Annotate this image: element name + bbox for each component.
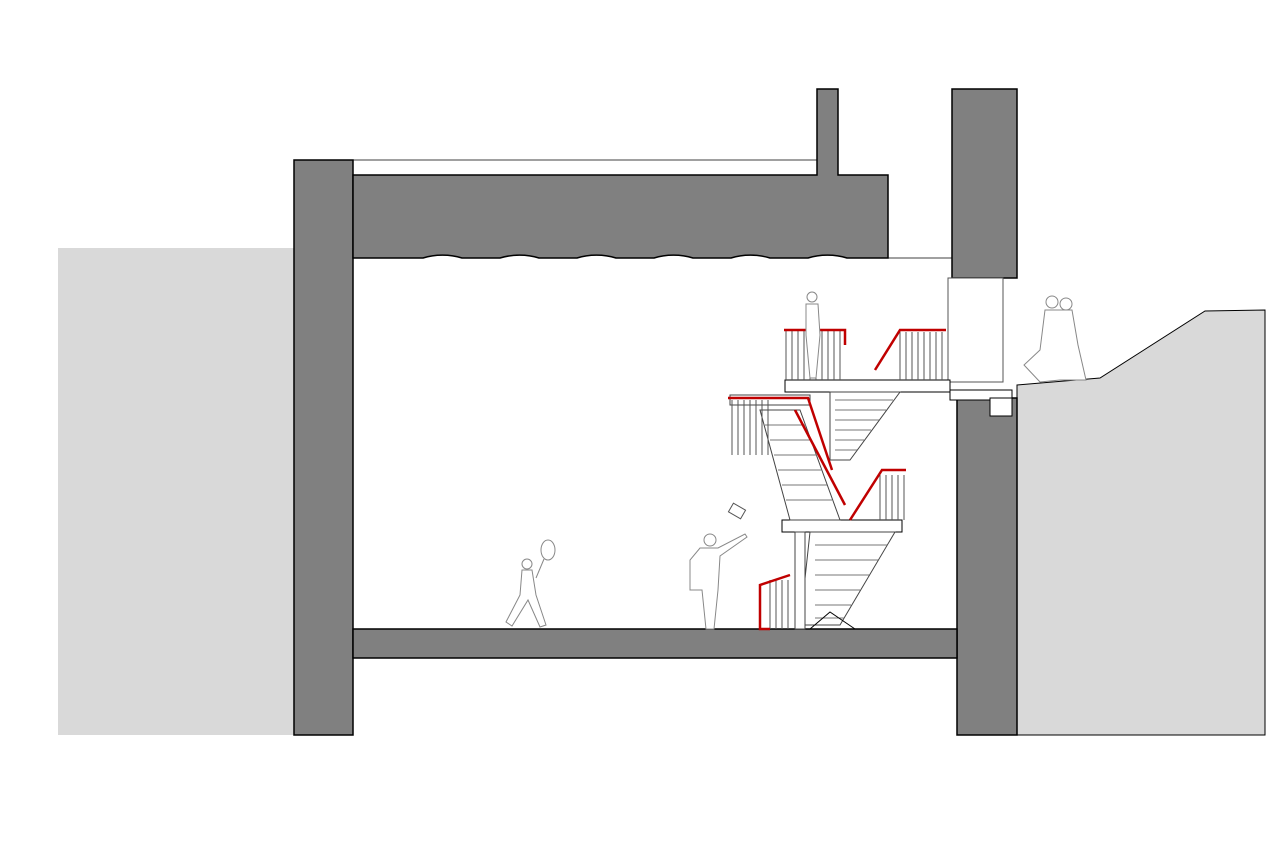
middle-flight (759, 409, 841, 521)
people (505, 291, 1087, 630)
structure (293, 88, 1018, 736)
lower-landing (781, 519, 903, 533)
balusters (731, 330, 943, 629)
handrail-lower (848, 468, 906, 521)
handrails (728, 328, 946, 631)
right-wall-upper (951, 88, 1018, 279)
left-wall (293, 159, 354, 736)
handrail-upper-right (873, 328, 946, 371)
floor-slab (352, 628, 958, 659)
threshold-block (989, 397, 1013, 417)
person-pointing (689, 533, 748, 630)
staircase (729, 330, 951, 630)
upper-flight (829, 391, 901, 461)
stair-treads (765, 399, 893, 619)
left-ground (58, 248, 294, 735)
upper-landing (784, 379, 951, 393)
handrail-middle-inner (793, 409, 847, 506)
stair-column (794, 531, 806, 630)
roof-slab (352, 88, 889, 259)
middle-landing (729, 394, 811, 406)
threshold-beam (949, 389, 1013, 401)
stair-base (809, 611, 856, 630)
right-wall-lower (956, 397, 1018, 736)
entrance-glazing (947, 277, 1004, 383)
child-with-racket (505, 539, 556, 628)
spotlight (727, 502, 747, 520)
handrail-middle (728, 396, 834, 471)
handrail-upper-left (784, 328, 847, 345)
person-upper-landing (805, 291, 821, 379)
lower-flight (799, 531, 896, 626)
handrail-ground (758, 573, 791, 631)
people-outside (1023, 295, 1087, 383)
